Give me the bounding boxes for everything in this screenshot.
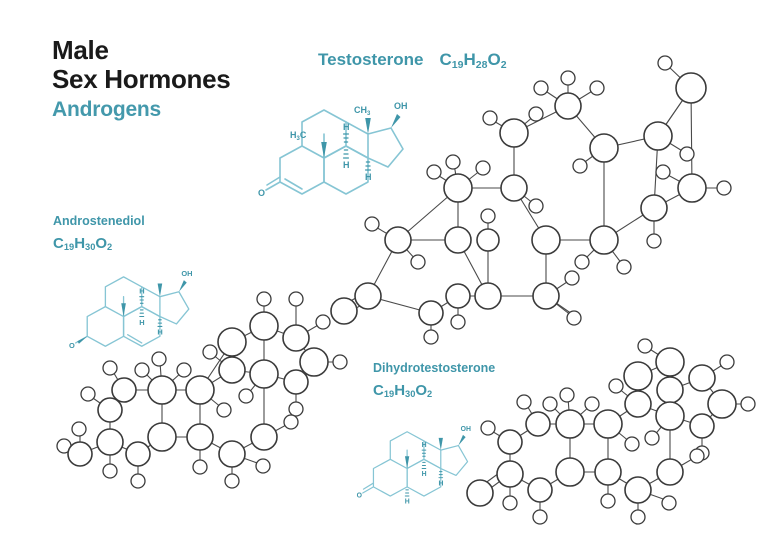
label-methyl-top-testosterone: CH3 [354,105,371,117]
formula-sub-h: 30 [85,242,96,253]
formula-sub-c: 19 [63,242,75,253]
label-hydrogen-lower-right-dht: H [438,480,443,487]
label-hydrogen-lower-left-dht: H [405,499,410,506]
formula-sub-o: 2 [107,242,113,253]
title-line-1: Male [52,35,109,65]
ball-stick-androstenediol [52,282,348,507]
caption-androstenediol: Androstenediol C19H30O2 [53,214,145,253]
caption-dht-name: Dihydrotestosterone [373,361,496,375]
label-hydrogen-lower-right-androstenediol: H [157,328,162,337]
label-hydrogen-upper-dht: H [422,442,427,449]
formula-sub-o: 2 [500,58,507,71]
caption-testosterone-name: Testosterone [318,50,424,69]
ball-stick-testosterone [330,28,768,345]
label-hydrogen-upper-androstenediol: H [139,286,144,295]
skeletal-testosterone: O H3C CH3 OH H [258,92,408,207]
label-hydroxyl-testosterone: OH [394,101,408,111]
label-hydroxyl-androstenediol: OH [181,269,192,278]
skeletal-androstenediol: O OH H H [66,262,196,357]
formula-sub-h: 30 [405,389,416,400]
caption-testosterone-formula: C19H28O2 [439,50,507,71]
skeletal-dihydrotestosterone: O OH H H [354,418,474,506]
label-ketone-oxygen-dht: O [357,493,363,500]
caption-dihydrotestosterone: Dihydrotestosterone C19H30O2 [373,361,496,400]
label-methyl-left-testosterone: H3C [290,130,307,142]
poster-title: Male Sex Hormones Androgens [52,35,231,122]
label-ketone-oxygen-testosterone: O [258,188,265,198]
title-line-2: Sex Hormones [52,64,231,95]
label-hydrogen-lower-left-androstenediol: H [139,318,144,327]
formula-sub-c: 19 [383,389,395,400]
caption-androstenediol-formula: C19H30O2 [53,234,113,253]
formula-sub-h: 28 [475,58,488,71]
formula-sub-c: 19 [451,58,464,71]
label-hydrogen-mid-dht: H [422,471,427,478]
label-hydroxyl-dht: OH [461,426,471,433]
label-hydrogen-upper-testosterone: H [343,122,350,132]
caption-testosterone: Testosterone C19H28O2 [318,50,507,71]
formula-sub-o: 2 [427,389,433,400]
title-subtitle: Androgens [52,98,162,122]
caption-dht-formula: C19H30O2 [373,381,433,400]
label-oxygen-androstenediol: O [69,341,75,350]
label-hydrogen-lower-right-testosterone: H [365,172,372,182]
ball-stick-dihydrotestosterone [462,338,762,536]
label-hydrogen-lower-left-testosterone: H [343,160,350,170]
caption-androstenediol-name: Androstenediol [53,214,145,228]
